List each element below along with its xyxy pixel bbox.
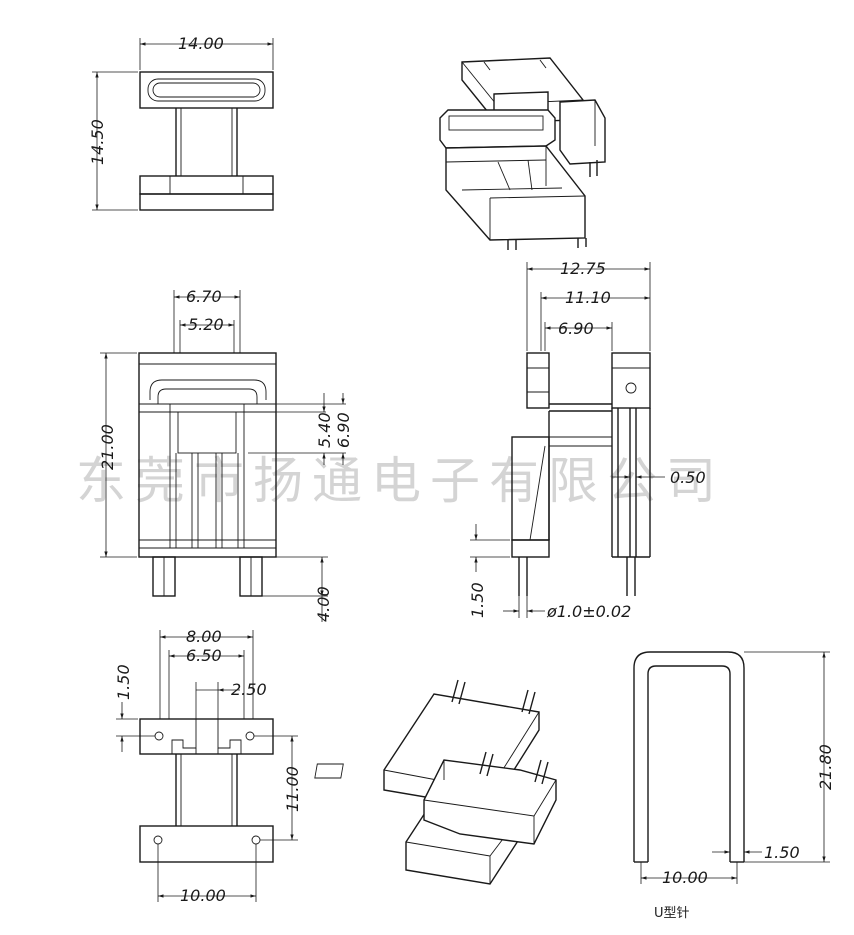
dim-top-width: 14.00 [178,34,224,53]
u-pin-caption: U型针 [654,906,690,921]
dim-bottom-8-00: 8.00 [186,627,222,646]
side-view: 12.75 11.10 6.90 0.50 1.50 ø1.0±0.02 [468,259,706,621]
dim-side-12-75: 12.75 [560,259,606,278]
dim-u-height: 21.80 [816,744,835,790]
dim-u-wire: 1.50 [764,843,800,862]
dim-front-6-90: 6.90 [334,412,353,448]
dim-bottom-11-00: 11.00 [283,766,302,812]
dim-front-5-40: 5.40 [315,412,334,448]
dim-side-11-10: 11.10 [565,288,611,307]
top-view: 14.00 14.50 [88,34,274,211]
dim-front-height: 21.00 [98,424,117,470]
isometric-view-bottom [314,679,557,885]
front-view: 6.70 5.20 21.00 5.40 6.90 4.00 [98,287,353,622]
dim-side-pin-dia: ø1.0±0.02 [546,602,631,621]
dim-bottom-2-50: 2.50 [231,680,267,699]
dim-front-6-70: 6.70 [186,287,222,306]
dim-front-pin: 4.00 [314,586,333,622]
dim-top-height: 14.50 [88,119,107,165]
isometric-view-top [439,57,606,250]
dim-side-1-50: 1.50 [468,582,487,618]
u-pin-view: 21.80 1.50 10.00 U型针 [633,651,835,921]
dim-bottom-10-00: 10.00 [180,886,226,905]
watermark-text: 东莞市扬通电子有限公司 [76,452,725,510]
bottom-view: 8.00 6.50 2.50 1.50 11.00 10.00 [114,627,302,905]
dim-bottom-6-50: 6.50 [186,646,222,665]
dim-front-5-20: 5.20 [188,315,224,334]
dim-bottom-1-50: 1.50 [114,664,133,700]
dim-u-width: 10.00 [662,868,708,887]
dim-side-0-50: 0.50 [670,468,706,487]
dim-side-6-90: 6.90 [558,319,594,338]
